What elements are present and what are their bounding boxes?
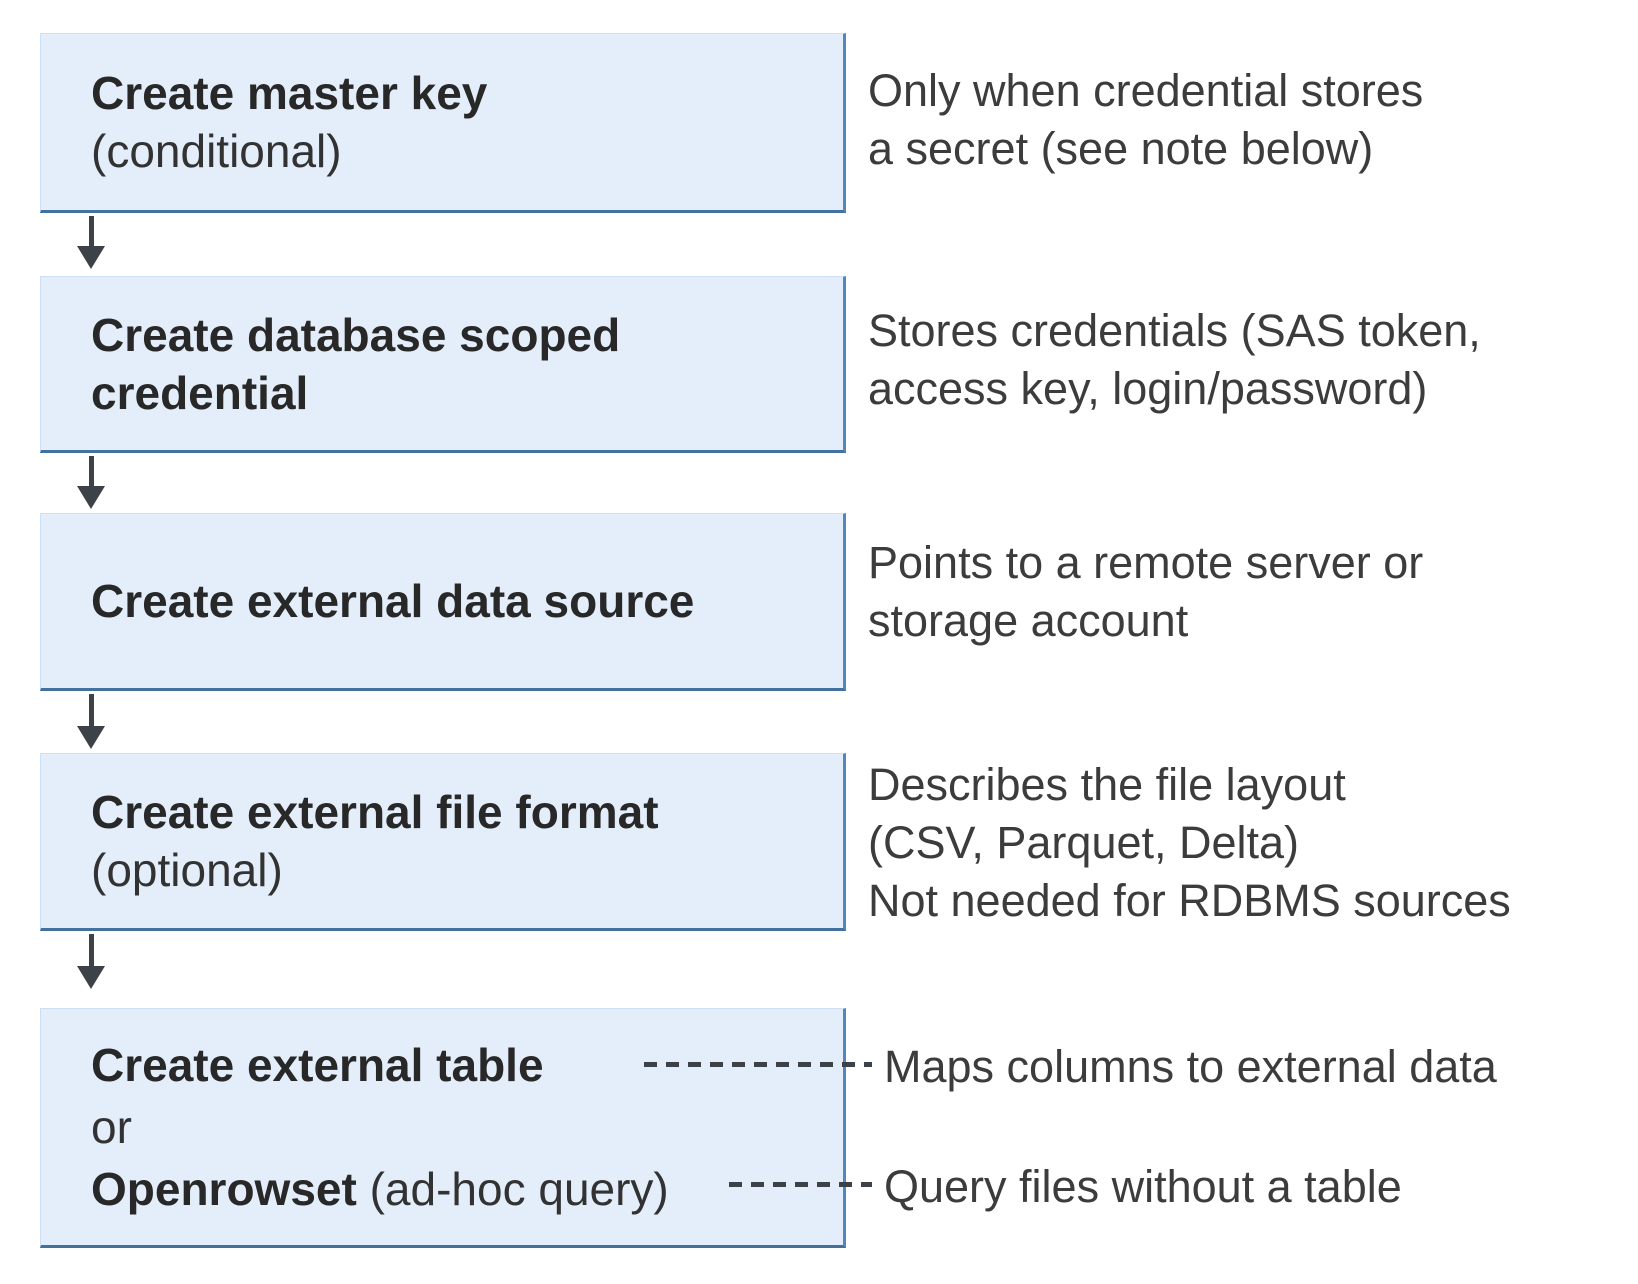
arrow-head [77,246,105,269]
arrow-head [77,966,105,989]
step-alt-subtitle: (ad-hoc query) [369,1163,669,1215]
step-title: Create external data source [91,575,695,627]
step-note: Maps columns to external data [884,1041,1497,1092]
step-conjunction: or [91,1101,132,1153]
step-box-create-database-scoped-credential: Create database scoped credential [40,276,846,453]
step-title-line: Create external table [91,1034,843,1096]
arrow-shaft [89,694,94,728]
step-alt-title: Openrowset [91,1163,357,1215]
dashed-connector-icon [644,1062,872,1067]
step-box-create-master-key: Create master key (conditional) [40,33,846,213]
arrow-shaft [89,216,94,248]
step-note: Query files without a table [884,1161,1402,1212]
arrow-head [77,726,105,749]
step-note: Stores credentials (SAS token, access ke… [868,305,1481,414]
step-note: Only when credential stores a secret (se… [868,65,1424,174]
step-note: Describes the file layout (CSV, Parquet,… [868,759,1511,926]
step-box-create-external-file-format: Create external file format (optional) [40,753,846,931]
step-box-create-external-data-source: Create external data source [40,513,846,691]
step-subtitle: (optional) [91,844,283,896]
step-title: Create master key [91,67,488,119]
step-alt-title-line: Openrowset (ad-hoc query) [91,1158,843,1220]
step-box-create-external-table-or-openrowset: Create external table or Openrowset (ad-… [40,1008,846,1248]
step-subtitle: (conditional) [91,125,342,177]
arrow-head [77,486,105,509]
step-note: Points to a remote server or storage acc… [868,537,1424,646]
dashed-connector-icon [729,1182,872,1187]
step-title: Create external table [91,1039,544,1091]
arrow-shaft [89,456,94,488]
step-title: Create database scoped credential [91,308,621,419]
arrow-shaft [89,934,94,968]
step-title: Create external file format [91,786,659,838]
